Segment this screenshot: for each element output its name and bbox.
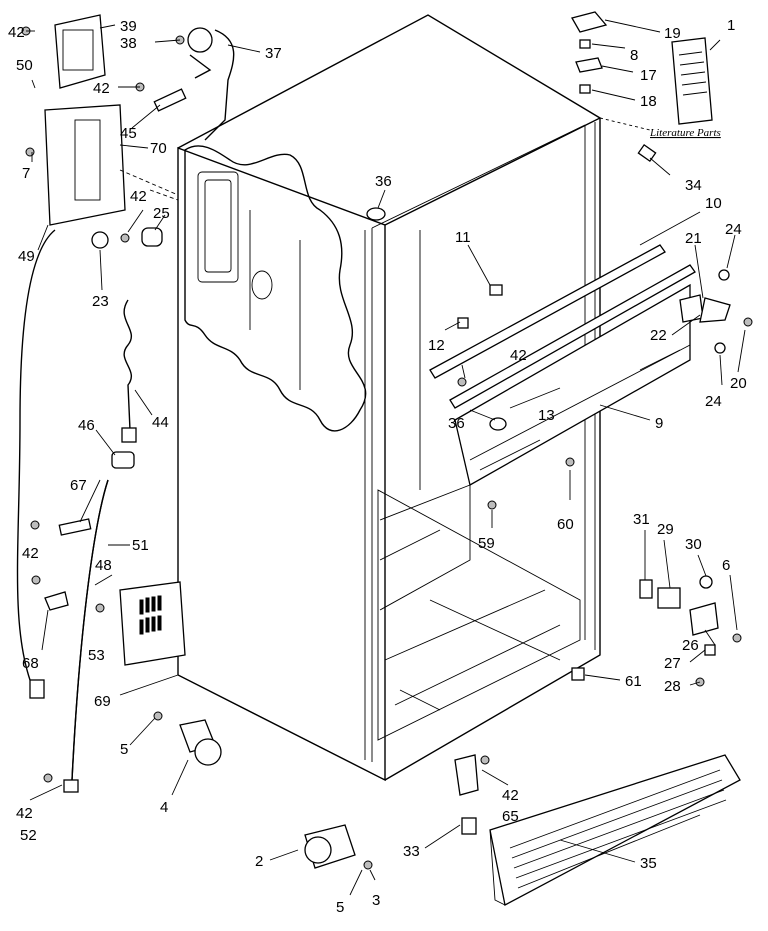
callout-10: 10 [705,195,722,212]
callout-5: 5 [336,899,344,916]
callout-33: 33 [403,843,420,860]
shelf-rails [429,244,696,486]
callout-38: 38 [120,35,137,52]
callout-68: 68 [22,655,39,672]
callout-65: 65 [502,808,519,825]
callout-42: 42 [510,347,527,364]
callout-23: 23 [92,293,109,310]
callout-11: 11 [455,229,471,246]
callout-59: 59 [478,535,495,552]
literature-parts-label: Literature Parts [649,127,721,139]
callout-26: 26 [682,637,699,654]
callout-12: 12 [428,337,445,354]
callout-2: 2 [255,853,263,870]
callout-42: 42 [93,80,110,97]
callout-46: 46 [78,417,95,434]
callout-36: 36 [375,173,392,190]
callout-21: 21 [685,230,702,247]
callout-6: 6 [722,557,730,574]
callout-9: 9 [655,415,663,432]
callout-31: 31 [633,511,650,528]
callout-67: 67 [70,477,87,494]
callout-50: 50 [16,57,33,74]
callout-17: 17 [640,67,657,84]
callout-39: 39 [120,18,137,35]
callout-42: 42 [8,24,25,41]
callout-52: 52 [20,827,37,844]
callout-69: 69 [94,693,111,710]
callout-28: 28 [664,678,681,695]
callout-8: 8 [630,47,638,64]
callout-7: 7 [22,165,30,182]
cabinet-body [177,14,602,782]
callout-1: 1 [727,17,735,34]
callout-25: 25 [153,205,170,222]
callout-51: 51 [132,537,149,554]
callout-36: 36 [448,415,465,432]
part-drawings [16,11,753,906]
callout-42: 42 [22,545,39,562]
callout-30: 30 [685,536,702,553]
callout-20: 20 [730,375,747,392]
callout-35: 35 [640,855,657,872]
callout-49: 49 [18,248,35,265]
callout-29: 29 [657,521,674,538]
callout-13: 13 [538,407,555,424]
callout-19: 19 [664,25,681,42]
callout-44: 44 [152,414,169,431]
callout-42: 42 [130,188,147,205]
callout-18: 18 [640,93,657,110]
callout-53: 53 [88,647,105,664]
callout-70: 70 [150,140,167,157]
callout-34: 34 [685,177,702,194]
callout-24: 24 [725,221,742,238]
callout-42: 42 [16,805,33,822]
callout-labels: 42 39 38 37 50 42 45 70 7 42 25 49 23 44… [8,17,747,916]
callout-61: 61 [625,673,642,690]
callout-22: 22 [650,327,667,344]
callout-5: 5 [120,741,128,758]
leader-lines [26,19,746,896]
callout-45: 45 [120,125,137,142]
callout-42: 42 [502,787,519,804]
callout-48: 48 [95,557,112,574]
callout-4: 4 [160,799,168,816]
callout-37: 37 [265,45,282,62]
callout-24: 24 [705,393,722,410]
callout-27: 27 [664,655,681,672]
callout-60: 60 [557,516,574,533]
callout-3: 3 [372,892,380,909]
